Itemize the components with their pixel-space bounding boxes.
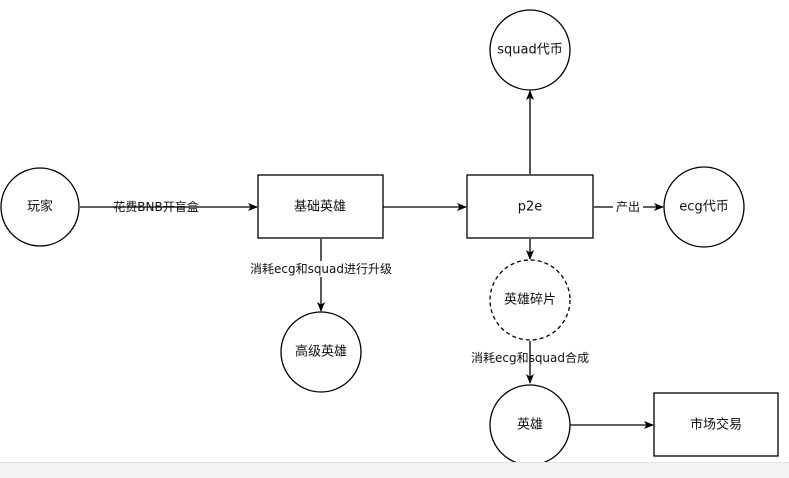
edge-label-player-to-basic: 花费BNB开盲盒 bbox=[113, 199, 198, 214]
node-market-label: 市场交易 bbox=[690, 417, 742, 433]
bottom-strip bbox=[0, 462, 789, 478]
node-basic-hero-label: 基础英雄 bbox=[294, 200, 346, 215]
node-squad-token-label: squad代币 bbox=[497, 43, 562, 58]
node-hero-fragment-label: 英雄碎片 bbox=[504, 293, 556, 308]
node-hero: 英雄 bbox=[489, 384, 571, 466]
node-squad-token: squad代币 bbox=[489, 9, 571, 91]
node-basic-hero: 基础英雄 bbox=[257, 174, 384, 239]
node-advanced-hero-label: 高级英雄 bbox=[295, 344, 347, 360]
node-ecg-token-label: ecg代币 bbox=[679, 200, 728, 215]
edge-label-p2e-to-ecg: 产出 bbox=[616, 200, 640, 214]
node-hero-fragment: 英雄碎片 bbox=[489, 259, 571, 341]
edge-label-fragment-to-hero: 消耗ecg和squad合成 bbox=[471, 350, 589, 365]
node-advanced-hero: 高级英雄 bbox=[280, 311, 362, 393]
node-p2e: p2e bbox=[466, 174, 594, 239]
node-ecg-token: ecg代币 bbox=[663, 166, 745, 248]
node-market: 市场交易 bbox=[653, 392, 779, 457]
edge-label-basic-to-advanced: 消耗ecg和squad进行升级 bbox=[250, 262, 392, 276]
node-hero-label: 英雄 bbox=[517, 418, 543, 433]
node-p2e-label: p2e bbox=[518, 200, 543, 215]
node-player-label: 玩家 bbox=[27, 199, 53, 215]
node-player: 玩家 bbox=[0, 167, 80, 247]
